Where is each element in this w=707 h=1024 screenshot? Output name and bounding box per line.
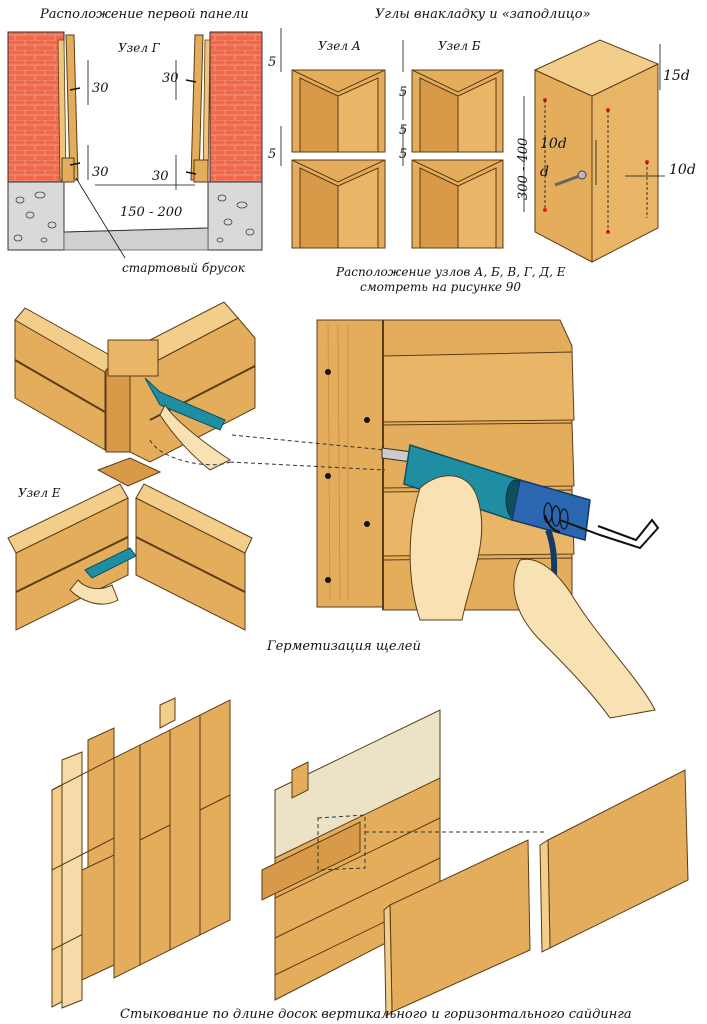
right-hand bbox=[513, 558, 656, 719]
node-b-top bbox=[411, 69, 504, 153]
right-foundation bbox=[207, 181, 263, 251]
caption-sealing: Герметизация щелей bbox=[266, 639, 421, 654]
left-hand bbox=[409, 475, 483, 621]
caption-first-panel: Расположение первой панели bbox=[39, 7, 249, 22]
node-b-bottom bbox=[411, 159, 504, 249]
dim-30-right-top: 30 bbox=[162, 71, 179, 86]
right-siding-board bbox=[190, 34, 204, 181]
left-brick-wall bbox=[7, 31, 65, 183]
node-a-bottom bbox=[291, 159, 386, 249]
label-node-e: Узел Е bbox=[18, 486, 61, 500]
first-panel-diagram: Узел Г 30 30 30 30 150 - 200 стартовый б… bbox=[7, 31, 263, 275]
label-starter-strip: стартовый брусок bbox=[122, 261, 246, 275]
left-foundation bbox=[7, 181, 65, 251]
dim-5-b3: 5 bbox=[399, 147, 407, 162]
sealing-corner-bottom: Узел Е bbox=[7, 457, 253, 631]
right-brick-wall bbox=[209, 31, 263, 183]
caption-joining: Стыкование по длине досок вертикального … bbox=[120, 1007, 632, 1022]
label-node-b: Узел Б bbox=[438, 39, 481, 53]
label-node-a: Узел А bbox=[318, 39, 361, 53]
starter-strip-left bbox=[61, 157, 75, 183]
starter-strip-right bbox=[193, 159, 209, 183]
sealing-corner-top bbox=[14, 301, 256, 471]
dim-5-a2: 5 bbox=[268, 147, 276, 162]
dim-30-left-bottom: 30 bbox=[92, 165, 109, 180]
nail-spacing-diagram: 15d 10d 10d d 300 - 400 bbox=[516, 39, 696, 263]
dim-5-a1: 5 bbox=[268, 55, 276, 70]
dim-10d-b: 10d bbox=[669, 162, 696, 178]
dim-15d: 15d bbox=[663, 68, 690, 84]
sealing-detail bbox=[229, 319, 660, 719]
horizontal-siding-diagram bbox=[261, 709, 689, 1017]
dim-30-right-bottom: 30 bbox=[152, 169, 169, 184]
label-node-g: Узел Г bbox=[118, 41, 161, 55]
dim-5-b1: 5 bbox=[399, 85, 407, 100]
dim-5-b2: 5 bbox=[399, 123, 407, 138]
left-siding-board bbox=[65, 34, 79, 181]
dim-30-left-top: 30 bbox=[92, 81, 109, 96]
dim-150-200: 150 - 200 bbox=[120, 205, 182, 220]
dim-300-400: 300 - 400 bbox=[516, 138, 531, 200]
vertical-siding-diagram bbox=[51, 697, 231, 1009]
foundation-stones bbox=[13, 191, 255, 243]
caption-nodes-ref-2: смотреть на рисунке 90 bbox=[360, 280, 521, 294]
node-a-top bbox=[291, 69, 386, 153]
caption-nodes-ref-1: Расположение узлов А, Б, В, Г, Д, Е bbox=[335, 265, 566, 279]
caption-corners: Углы внакладку и «заподлицо» bbox=[375, 7, 591, 22]
dim-10d-a: 10d bbox=[540, 136, 567, 152]
corner-nodes: Узел А Узел Б bbox=[268, 28, 566, 294]
dim-d: d bbox=[540, 164, 549, 180]
